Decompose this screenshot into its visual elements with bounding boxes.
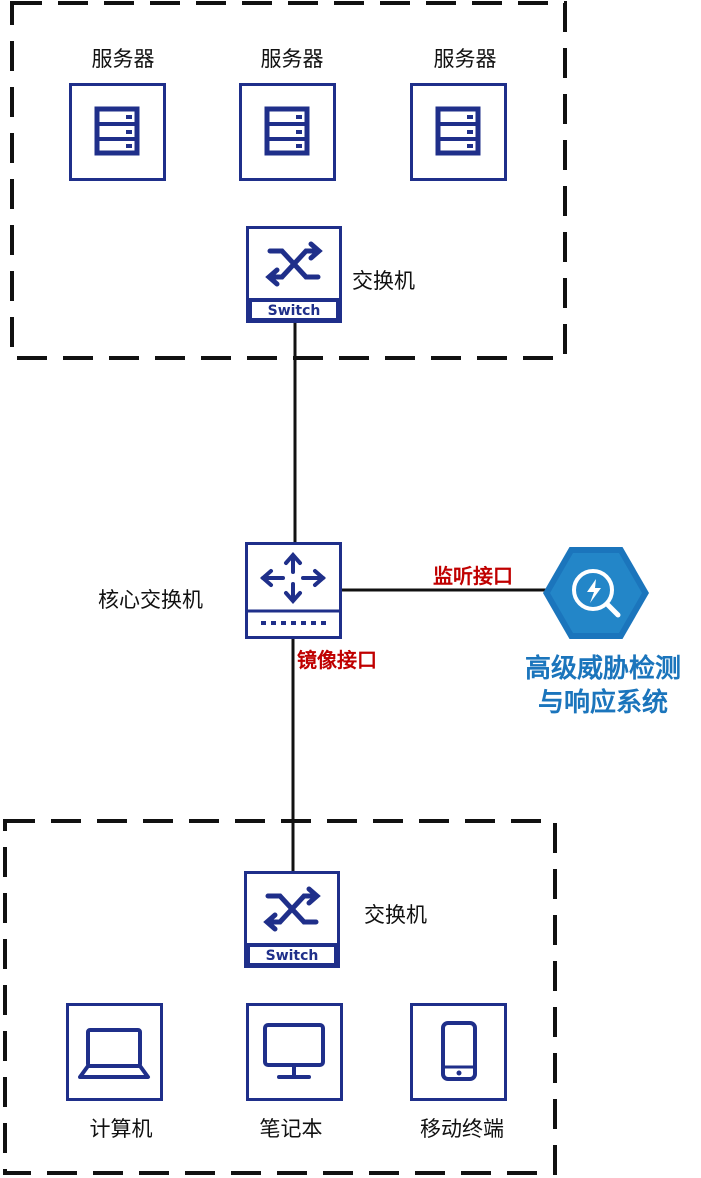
switch-cross-arrows-icon <box>265 241 323 287</box>
server-rack-icon <box>264 106 310 156</box>
device-computer[interactable] <box>66 1003 163 1101</box>
bottom-switch-label: 交换机 <box>364 903 427 927</box>
device-notebook[interactable] <box>246 1003 343 1101</box>
server-rack-icon <box>435 106 481 156</box>
monitor-port-label: 监听接口 <box>433 564 513 588</box>
four-way-arrows-icon <box>259 551 327 605</box>
switch-cross-arrows-icon <box>263 886 321 932</box>
core-switch[interactable] <box>245 542 342 639</box>
bottom-switch[interactable]: Switch <box>244 871 340 968</box>
port-dots <box>261 621 326 625</box>
lightning-magnifier-icon <box>572 569 621 618</box>
server-label-3: 服务器 <box>434 47 497 71</box>
server-label-1: 服务器 <box>92 47 155 71</box>
server-label-2: 服务器 <box>261 47 324 71</box>
top-switch-label: 交换机 <box>352 269 415 293</box>
server-3[interactable] <box>410 83 507 181</box>
device-label-mobile: 移动终端 <box>420 1117 504 1141</box>
detector-title-line1: 高级威胁检测 <box>525 653 681 684</box>
server-2[interactable] <box>239 83 336 181</box>
server-rack-icon <box>94 106 140 156</box>
device-label-computer: 计算机 <box>90 1117 153 1141</box>
server-1[interactable] <box>69 83 166 181</box>
top-switch[interactable]: Switch <box>246 226 342 323</box>
bottom-switch-badge: Switch <box>266 948 319 964</box>
phone-icon <box>441 1021 477 1081</box>
bottom-group-boundary <box>3 819 557 1175</box>
laptop-icon <box>78 1028 150 1079</box>
detector-title-line2: 与响应系统 <box>538 687 668 718</box>
device-mobile[interactable] <box>410 1003 507 1101</box>
top-group-boundary <box>10 1 567 360</box>
top-switch-badge: Switch <box>268 303 321 319</box>
device-label-notebook: 笔记本 <box>260 1117 323 1141</box>
core-switch-label: 核心交换机 <box>98 588 203 612</box>
monitor-icon <box>263 1023 325 1079</box>
threat-detection-system[interactable] <box>543 547 649 639</box>
mirror-port-label: 镜像接口 <box>297 648 377 672</box>
